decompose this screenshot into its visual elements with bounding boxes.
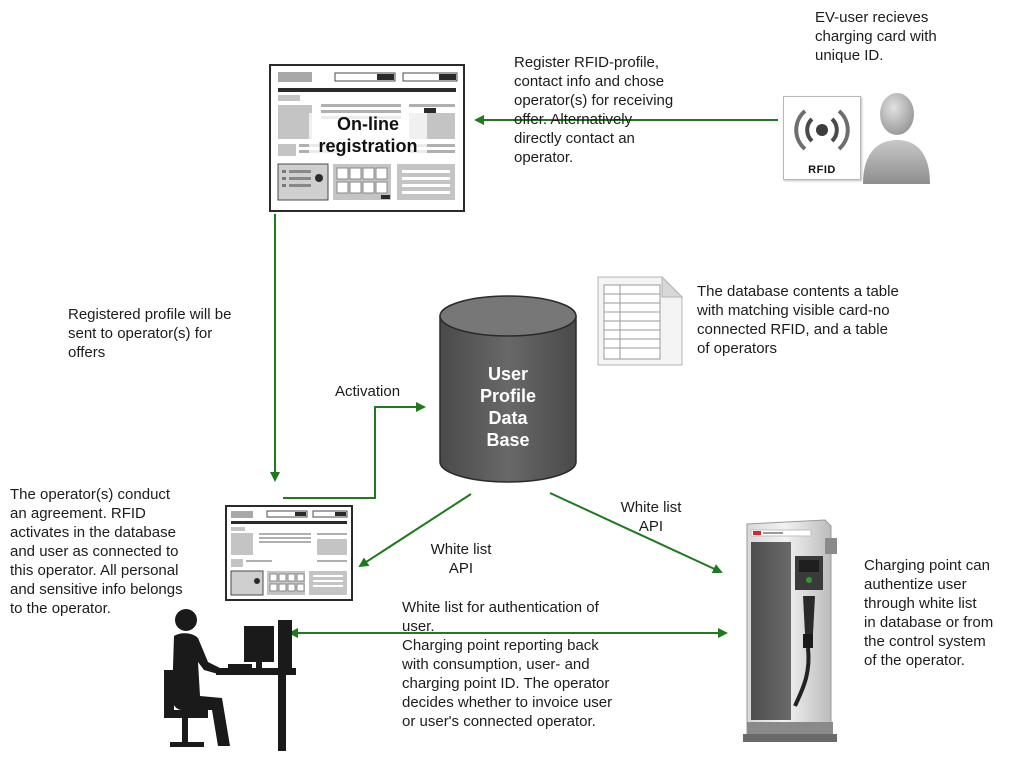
white-list-api-left-label: White list API	[430, 541, 492, 577]
rfid-caption: RFID	[808, 164, 836, 176]
operator-note: The operator(s) conduct an agreement. RF…	[10, 486, 183, 617]
person-silhouette-icon	[863, 93, 930, 184]
white-list-api-left-arrow	[358, 493, 472, 568]
table-document-icon	[597, 275, 684, 366]
register-step-note: Register RFID-profile, contact info and …	[514, 54, 674, 166]
ev-charger-icon	[743, 519, 837, 742]
ev-user-note: EV-user recieves charging card with uniq…	[815, 9, 937, 64]
online-registration-label: On-line registration	[309, 113, 427, 157]
database-cylinder-icon	[439, 295, 577, 483]
rfid-card-icon: RFID	[783, 96, 861, 180]
person-at-computer-icon	[164, 609, 296, 751]
online-registration-form	[269, 64, 465, 212]
charging-point-note: Charging point can authentize user throu…	[864, 557, 994, 669]
white-list-api-right-label: White list API	[620, 499, 682, 535]
database-note: The database contents a table with match…	[697, 283, 899, 357]
activation-label: Activation	[335, 383, 401, 400]
operator-form-icon	[225, 505, 353, 601]
activation-arrow	[283, 402, 426, 499]
database-label: User Profile Data Base	[479, 364, 536, 450]
white-list-api-right-arrow	[549, 492, 723, 574]
registered-profile-note: Registered profile will be sent to opera…	[68, 306, 232, 361]
authentication-note: White list for authentication of user. C…	[402, 599, 613, 730]
